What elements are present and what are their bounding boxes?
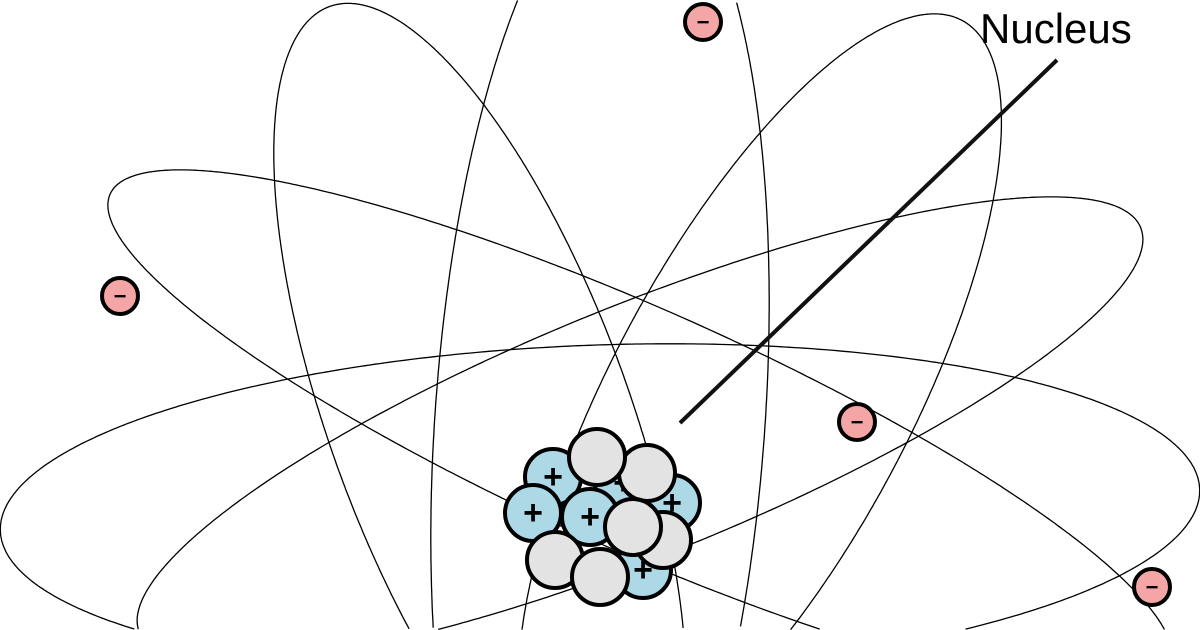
orbit-tall-right	[521, 13, 1003, 630]
orbit-tilt-down	[107, 169, 1165, 630]
neutron	[567, 427, 627, 487]
electron: −	[1132, 567, 1172, 607]
electron: −	[837, 402, 877, 442]
minus-icon: −	[114, 284, 127, 309]
nucleus: ++++++	[503, 427, 702, 607]
nucleus-label: Nucleus	[980, 5, 1132, 52]
plus-icon: +	[580, 498, 600, 536]
neutron	[570, 547, 630, 607]
plus-icon: +	[543, 458, 563, 496]
orbit-vertical	[430, 0, 770, 628]
electron: −	[100, 276, 140, 316]
electron-circle	[1132, 567, 1172, 607]
neutron	[617, 443, 677, 503]
nucleus-pointer-line	[678, 58, 1059, 425]
minus-icon: −	[697, 10, 710, 35]
electrons: − − − −	[100, 2, 1172, 607]
electron: −	[683, 2, 723, 42]
minus-icon: −	[1146, 575, 1159, 600]
proton: +	[503, 483, 563, 543]
electron-circle	[100, 276, 140, 316]
minus-icon: −	[851, 410, 864, 435]
electron-circle	[837, 402, 877, 442]
electron-circle	[683, 2, 723, 42]
plus-icon: +	[523, 494, 543, 532]
neutron	[603, 497, 663, 557]
orbit-horizontal	[0, 343, 1200, 630]
